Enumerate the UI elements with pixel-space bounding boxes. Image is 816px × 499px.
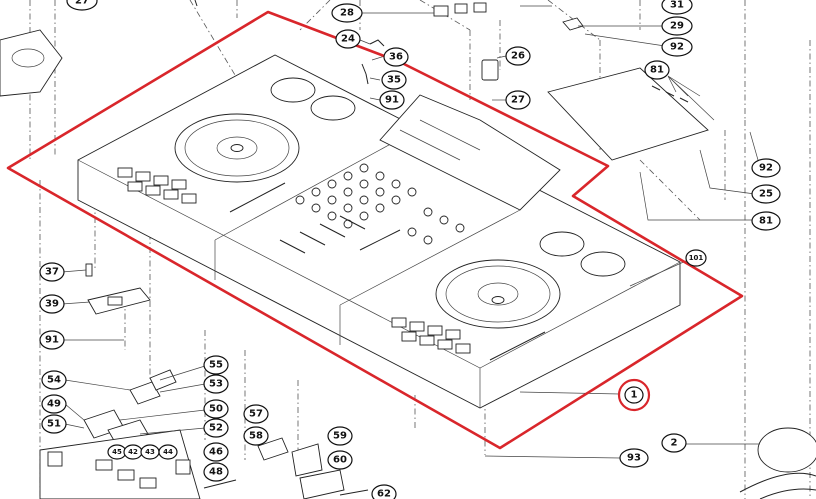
- callout-35: 35: [381, 70, 407, 90]
- svg-text:1: 1: [631, 390, 638, 401]
- svg-text:93: 93: [627, 453, 641, 464]
- svg-text:60: 60: [333, 455, 347, 466]
- svg-text:54: 54: [47, 375, 61, 386]
- svg-text:27: 27: [511, 95, 525, 106]
- callout-2: 2: [661, 433, 687, 453]
- callout-81b: 81: [751, 211, 781, 231]
- highlight-outline: [6, 10, 744, 450]
- callout-24: 24: [335, 29, 361, 49]
- callout-1: 1: [624, 386, 644, 404]
- top-panel-part: [77, 54, 681, 409]
- callout-53: 53: [203, 374, 229, 394]
- callout-25: 25: [751, 184, 781, 204]
- svg-text:45: 45: [112, 448, 122, 456]
- callout-57: 57: [243, 404, 269, 424]
- svg-text:62: 62: [377, 489, 391, 499]
- svg-text:26: 26: [511, 51, 525, 62]
- right-pads: [391, 317, 471, 354]
- left-pads: [117, 167, 197, 204]
- callout-58: 58: [243, 426, 269, 446]
- svg-text:53: 53: [209, 379, 223, 390]
- svg-text:81: 81: [759, 216, 773, 227]
- svg-text:101: 101: [689, 254, 704, 262]
- svg-text:37: 37: [45, 267, 59, 278]
- callout-92a: 92: [661, 37, 693, 57]
- svg-text:52: 52: [209, 423, 223, 434]
- svg-text:36: 36: [389, 52, 403, 63]
- svg-text:91: 91: [45, 335, 59, 346]
- callout-54: 54: [41, 370, 67, 390]
- svg-text:39: 39: [45, 299, 59, 310]
- svg-text:57: 57: [249, 409, 263, 420]
- svg-text:58: 58: [249, 431, 263, 442]
- callout-37: 37: [39, 262, 65, 282]
- svg-text:43: 43: [145, 448, 155, 456]
- callout-36: 36: [383, 47, 409, 67]
- svg-text:25: 25: [759, 189, 773, 200]
- svg-text:24: 24: [341, 34, 355, 45]
- callout-101: 101: [685, 249, 707, 267]
- callout-42: 42: [123, 444, 143, 460]
- svg-text:51: 51: [47, 419, 61, 430]
- svg-text:92: 92: [670, 42, 684, 53]
- svg-text:2: 2: [671, 438, 678, 449]
- callout-51: 51: [41, 414, 67, 434]
- svg-text:50: 50: [209, 404, 223, 415]
- bottom-left-parts: [39, 263, 369, 499]
- callout-29: 29: [661, 16, 693, 36]
- callout-60: 60: [327, 450, 353, 470]
- callout-43: 43: [140, 444, 160, 460]
- svg-text:46: 46: [209, 447, 223, 458]
- callout-45: 45: [107, 444, 127, 460]
- callout-44: 44: [158, 444, 178, 460]
- top-small-parts: [0, 0, 709, 161]
- svg-text:81: 81: [650, 65, 664, 76]
- svg-text:35: 35: [387, 75, 401, 86]
- svg-text:27: 27: [75, 0, 89, 7]
- channel-faders: [279, 215, 401, 254]
- svg-text:55: 55: [209, 360, 223, 371]
- svg-text:49: 49: [47, 399, 61, 410]
- callout-55: 55: [203, 355, 229, 375]
- svg-text:91: 91: [385, 95, 399, 106]
- callout-93: 93: [619, 448, 649, 468]
- callout-27a: 27: [66, 0, 98, 11]
- leader-lines: [61, 5, 760, 459]
- callout-59: 59: [327, 426, 353, 446]
- disc-part: [739, 427, 816, 499]
- callout-27b: 27: [505, 90, 531, 110]
- callout-39: 39: [39, 294, 65, 314]
- callout-50: 50: [203, 399, 229, 419]
- mixer-knobs: [295, 163, 465, 245]
- callout-balloons: 27 28 31 29 92 24 36 35 91 26 27 81 92 2…: [39, 0, 781, 499]
- callout-48: 48: [203, 462, 229, 482]
- svg-text:59: 59: [333, 431, 347, 442]
- callout-91a: 91: [379, 90, 405, 110]
- callout-91b: 91: [39, 330, 65, 350]
- highlight-circle: [617, 378, 651, 412]
- svg-text:44: 44: [163, 448, 173, 456]
- callout-81a: 81: [644, 60, 670, 80]
- svg-text:48: 48: [209, 467, 223, 478]
- callout-52: 52: [203, 418, 229, 438]
- svg-text:31: 31: [670, 0, 684, 11]
- callout-28: 28: [331, 3, 363, 23]
- svg-text:28: 28: [340, 8, 354, 19]
- callout-49: 49: [41, 394, 67, 414]
- callout-26: 26: [505, 46, 531, 66]
- svg-text:29: 29: [670, 21, 684, 32]
- svg-text:92: 92: [759, 163, 773, 174]
- callout-31: 31: [661, 0, 693, 15]
- callout-62: 62: [371, 484, 397, 499]
- callout-46: 46: [203, 442, 229, 462]
- callout-92b: 92: [751, 158, 781, 178]
- svg-text:42: 42: [128, 448, 138, 456]
